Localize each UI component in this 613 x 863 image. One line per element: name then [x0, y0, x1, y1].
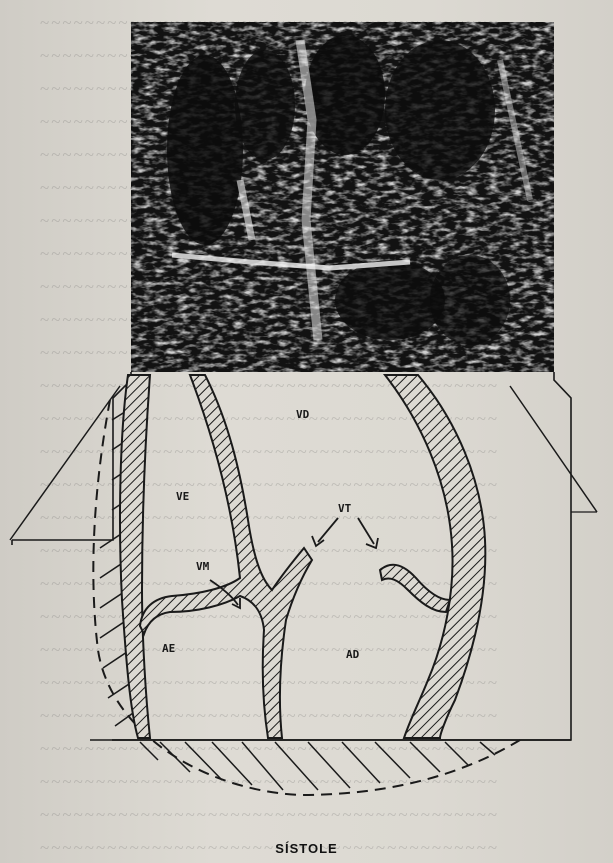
label-vm: VM [196, 560, 210, 573]
label-ae: AE [162, 642, 175, 655]
right-ventricle-wall [385, 375, 485, 738]
sector-left-line [10, 386, 120, 540]
reference-frame [12, 372, 571, 740]
sector-right-line [510, 386, 597, 512]
lower-hatch-strip [140, 742, 495, 790]
label-vd: VD [296, 408, 310, 421]
echocardiogram-image [131, 22, 554, 372]
figure-caption: SÍSTOLE [0, 841, 613, 856]
left-ventricle-wall [120, 375, 150, 738]
label-vt: VT [338, 502, 352, 515]
tricuspid-leaflet [380, 565, 450, 612]
interventricular-septum [140, 375, 312, 738]
label-ad: AD [346, 648, 360, 661]
label-ve: VE [176, 490, 189, 503]
